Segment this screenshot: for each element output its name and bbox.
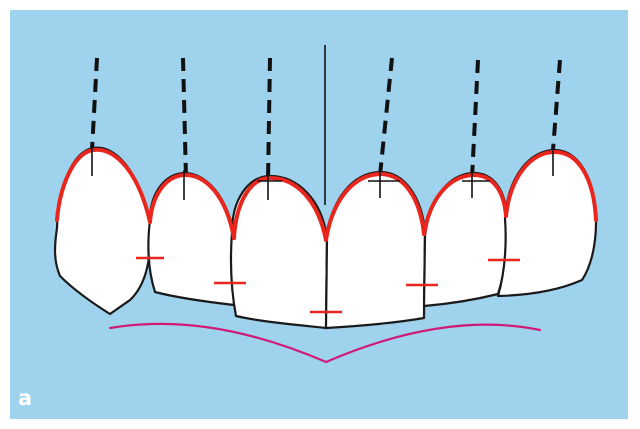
axis-line-left-central: [380, 58, 392, 175]
axis-line-right-canine: [92, 58, 97, 150]
tooth-right-central: [231, 176, 327, 328]
panel-label: a: [18, 388, 32, 409]
tooth-right-lateral: [148, 173, 235, 305]
axis-line-right-lateral: [183, 58, 186, 178]
axis-line-left-canine: [553, 60, 560, 150]
axis-line-left-lateral: [472, 60, 478, 178]
tooth-left-canine: [498, 150, 596, 296]
axis-line-right-central: [268, 58, 270, 180]
tooth-axis-lines: [92, 58, 560, 180]
smile-line: [110, 324, 540, 362]
